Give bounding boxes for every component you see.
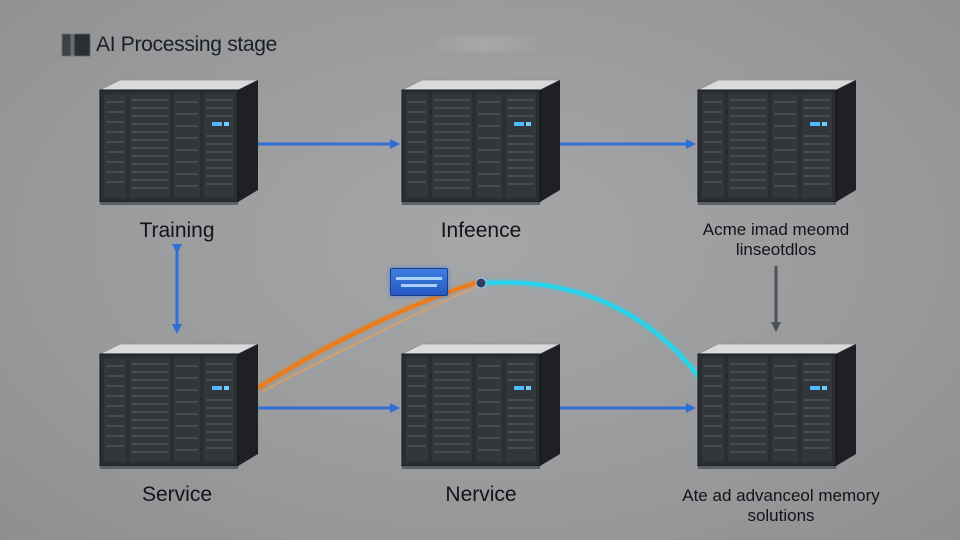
server-rack-icon [98, 78, 260, 206]
node-label-storage-top: Acme imad meomd linseotdlos [703, 220, 849, 260]
diagram-title-text: AI Processing stage [96, 33, 278, 56]
network-card-stripe [396, 277, 442, 280]
orange-link-upper [257, 280, 479, 390]
server-rack-icon [98, 342, 260, 470]
node-label-nervice: Nervice [445, 483, 517, 506]
node-label-line: Ate ad advanceol memory [682, 486, 880, 505]
node-label-service: Service [141, 483, 213, 506]
server-rack-icon [696, 78, 858, 206]
server-rack-icon [400, 78, 562, 206]
node-label-line: solutions [747, 506, 815, 525]
blurred-logo-icon [62, 34, 90, 56]
node-label-line: Acme imad meomd [702, 220, 850, 239]
cyan-curve-to-memory [483, 280, 702, 380]
orange-link-lower [261, 285, 479, 393]
node-label-infeence: Infeence [440, 219, 522, 242]
faint-blurred-text [436, 36, 536, 52]
server-rack-icon [696, 342, 858, 470]
network-card-stripe [401, 284, 437, 287]
server-rack-icon [400, 342, 562, 470]
network-card-icon [390, 268, 448, 296]
node-label-training: Training [139, 219, 215, 242]
hub-node [475, 277, 487, 289]
node-label-memory: Ate ad advanceol memory solutions [682, 486, 880, 526]
node-label-line: linseotdlos [735, 240, 817, 259]
diagram-title: AI Processing stage [62, 33, 277, 57]
